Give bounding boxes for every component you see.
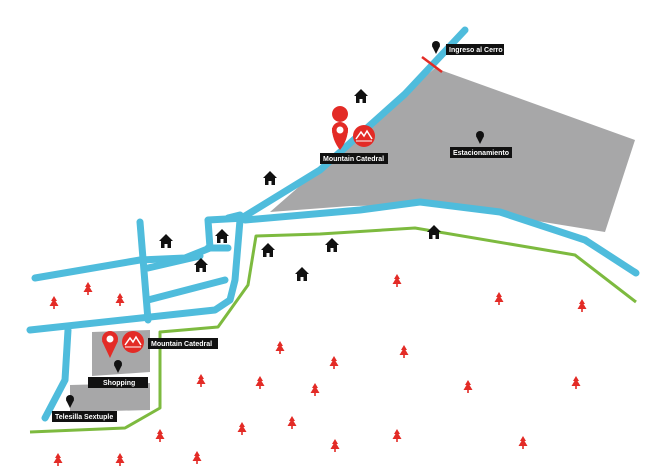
- pine-tree-icon: [196, 374, 206, 387]
- houses: [159, 89, 441, 281]
- house-icon: [295, 267, 309, 281]
- label-ingreso[interactable]: Ingreso al Cerro: [446, 44, 504, 55]
- house-icon: [354, 89, 368, 103]
- pine-tree-icon: [571, 376, 581, 389]
- label-estacionamiento[interactable]: Estacionamiento: [450, 147, 512, 158]
- house-icon: [325, 238, 339, 252]
- map-pins: [66, 41, 484, 408]
- map-pin-icon[interactable]: [476, 131, 484, 144]
- pine-tree-icon: [392, 274, 402, 287]
- telesilla-area: [70, 383, 150, 412]
- pine-tree-icon: [329, 356, 339, 369]
- house-icon: [159, 234, 173, 248]
- label-telesilla-text: Telesilla Sextuple: [55, 414, 113, 421]
- house-icon: [261, 243, 275, 257]
- label-shopping-text: Shopping: [103, 380, 135, 387]
- mountain-logo-icon: [122, 331, 144, 353]
- label-estacionamiento-text: Estacionamiento: [453, 150, 509, 157]
- map-pin-icon[interactable]: [66, 395, 74, 408]
- trees: [49, 274, 587, 466]
- label-telesilla[interactable]: Telesilla Sextuple: [52, 411, 117, 422]
- pine-tree-icon: [83, 282, 93, 295]
- label-mountain-top[interactable]: Mountain Catedral: [320, 153, 388, 164]
- road-network: [26, 26, 640, 422]
- map-pin-icon[interactable]: [432, 41, 440, 54]
- pine-tree-icon: [310, 383, 320, 396]
- label-mountain-top-text: Mountain Catedral: [323, 156, 384, 163]
- label-mountain-bottom-text: Mountain Catedral: [151, 341, 212, 348]
- pine-tree-icon: [330, 439, 340, 452]
- red-location-pin-icon: [332, 106, 349, 150]
- green-trail: [29, 226, 637, 434]
- pine-tree-icon: [577, 299, 587, 312]
- pine-tree-icon: [255, 376, 265, 389]
- house-icon: [263, 171, 277, 185]
- mountain-logo-icon: [353, 125, 375, 147]
- pine-tree-icon: [463, 380, 473, 393]
- pine-tree-icon: [115, 453, 125, 466]
- pine-tree-icon: [115, 293, 125, 306]
- pine-tree-icon: [287, 416, 297, 429]
- label-mountain-bottom[interactable]: Mountain Catedral: [148, 338, 218, 349]
- pine-tree-icon: [192, 451, 202, 464]
- label-shopping[interactable]: Shopping: [88, 377, 148, 388]
- pine-tree-icon: [494, 292, 504, 305]
- label-ingreso-text: Ingreso al Cerro: [449, 47, 503, 54]
- house-icon: [194, 258, 208, 272]
- house-icon: [427, 225, 441, 239]
- road-barrier-icon: [421, 56, 443, 73]
- pine-tree-icon: [237, 422, 247, 435]
- pine-tree-icon: [275, 341, 285, 354]
- red-location-pin-icon: [102, 331, 118, 358]
- map-pin-icon[interactable]: [114, 360, 122, 373]
- house-icon: [215, 229, 229, 243]
- pine-tree-icon: [399, 345, 409, 358]
- pine-tree-icon: [49, 296, 59, 309]
- pine-tree-icon: [53, 453, 63, 466]
- pine-tree-icon: [155, 429, 165, 442]
- pine-tree-icon: [392, 429, 402, 442]
- pine-tree-icon: [518, 436, 528, 449]
